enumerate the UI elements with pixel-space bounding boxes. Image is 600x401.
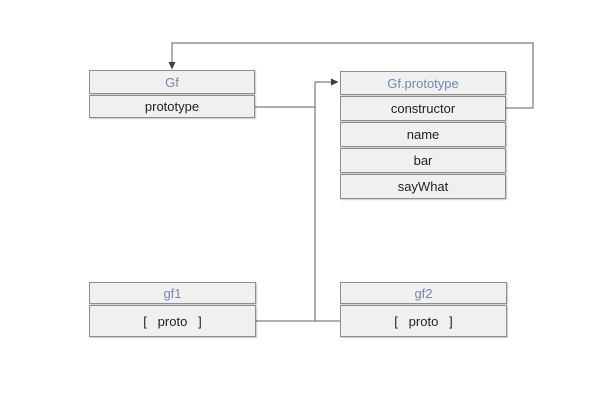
- box-gf1-title: gf1: [89, 282, 256, 304]
- box-gf: Gf prototype: [89, 70, 255, 118]
- box-gf-prototype-row-saywhat: sayWhat: [340, 174, 506, 199]
- box-gf-title: Gf: [89, 70, 255, 94]
- box-gf-prototype-row-name: name: [340, 122, 506, 147]
- box-gf-prototype: Gf.prototype constructor name bar sayWha…: [340, 71, 506, 199]
- box-gf-prototype-title: Gf.prototype: [340, 71, 506, 95]
- box-gf1-row-proto: [ proto ]: [89, 305, 256, 337]
- box-gf2: gf2 [ proto ]: [340, 282, 507, 337]
- box-gf1: gf1 [ proto ]: [89, 282, 256, 337]
- box-gf2-row-proto: [ proto ]: [340, 305, 507, 337]
- arrowhead-down-into-gf: [168, 62, 176, 70]
- box-gf-prototype-row-bar: bar: [340, 148, 506, 173]
- box-gf2-title: gf2: [340, 282, 507, 304]
- arrowhead-right-into-gf-prototype: [331, 78, 339, 86]
- box-gf-prototype-row-constructor: constructor: [340, 96, 506, 121]
- box-gf-row-prototype: prototype: [89, 95, 255, 118]
